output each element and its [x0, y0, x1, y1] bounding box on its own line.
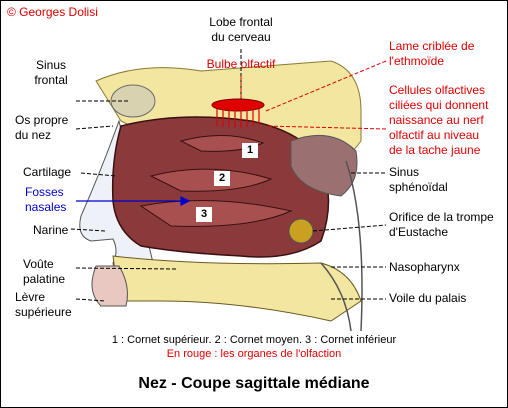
label-cellules-olfactives: Cellules olfactives ciliées qui donnent …: [389, 83, 489, 157]
pharynx-wall: [345, 160, 363, 332]
cornet-number-1: 1: [242, 143, 258, 158]
label-voile-palais: Voile du palais: [389, 291, 467, 305]
middle-turbinate: [149, 168, 273, 192]
palate: [112, 255, 362, 322]
label-cartilage: Cartilage: [23, 165, 72, 179]
label-lobe-frontal: Lobe frontal du cerveau: [209, 15, 273, 44]
label-fosses-nasales: Fosses nasales: [25, 185, 67, 214]
diagram-title: Nez - Coupe sagittale médiane: [138, 375, 370, 392]
frontal-sinus: [110, 84, 156, 118]
label-sinus-frontal: Sinus frontal: [34, 58, 68, 87]
label-narine: Narine: [33, 223, 69, 237]
red-leader-lines: [240, 60, 387, 130]
label-voute-palatine: Voûte palatine: [23, 257, 66, 286]
sphenoid-sinus: [290, 134, 358, 197]
label-os-propre: Os propre du nez: [15, 113, 69, 142]
olfactory-cells: [216, 109, 260, 128]
cornet-number-3: 3: [196, 207, 212, 222]
label-levre-superieure: Lèvre supérieure: [15, 290, 72, 319]
eustachian-orifice: [288, 218, 314, 244]
cornet-number-2: 2: [214, 171, 230, 186]
label-sinus-sphenoidal: Sinus sphénoïdal: [389, 165, 448, 194]
label-bulbe-olfactif: Bulbe olfactif: [206, 57, 276, 71]
soft-palate: [320, 262, 352, 332]
label-orifice-trompe: Orifice de la trompe d'Eustache: [389, 210, 494, 239]
copyright-label: © Georges Dolisi: [7, 5, 98, 19]
label-lame-criblee: Lame criblée de l'ethmoïde: [389, 39, 475, 68]
legend-red: En rouge : les organes de l'olfaction: [166, 348, 342, 360]
label-nasopharynx: Nasopharynx: [389, 260, 460, 274]
olfactory-bulb: [211, 98, 265, 112]
upper-lip: [91, 265, 128, 307]
leader-lines: [70, 49, 387, 302]
legend-cornets: 1 : Cornet supérieur. 2 : Cornet moyen. …: [111, 334, 397, 346]
blue-arrow: [76, 196, 191, 206]
